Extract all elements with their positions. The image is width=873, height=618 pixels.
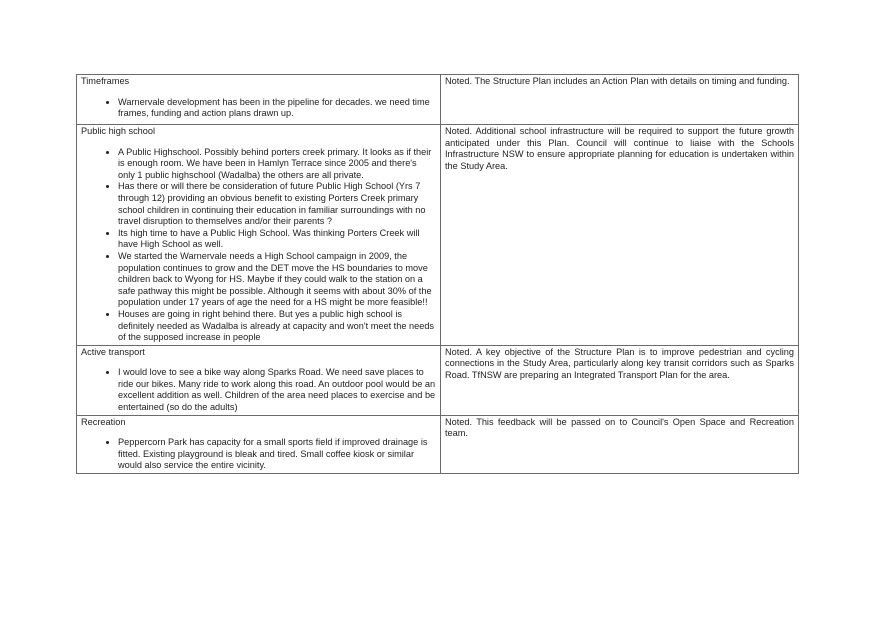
comment-item: Houses are going in right behind there. … <box>118 309 436 344</box>
table-row: Recreation Peppercorn Park has capacity … <box>76 414 799 475</box>
topic-heading: Recreation <box>81 416 126 427</box>
topic-heading: Active transport <box>81 346 145 357</box>
response-cell: Noted. The Structure Plan includes an Ac… <box>440 74 799 125</box>
comment-item: A Public Highschool. Possibly behind por… <box>118 147 436 182</box>
comment-item: We started the Warnervale needs a High S… <box>118 251 436 309</box>
comment-item: Its high time to have a Public High Scho… <box>118 228 436 251</box>
comment-cell: Public high school A Public Highschool. … <box>76 124 441 346</box>
topic-heading: Public high school <box>81 126 156 136</box>
table-row: Active transport I would love to see a b… <box>76 344 799 416</box>
comment-list: Warnervale development has been in the p… <box>81 97 436 120</box>
table-row: Public high school A Public Highschool. … <box>76 124 799 346</box>
response-text: Noted. A key objective of the Structure … <box>445 346 794 380</box>
table-row: Timeframes Warnervale development has be… <box>76 74 799 125</box>
comment-item: Peppercorn Park has capacity for a small… <box>118 437 436 472</box>
response-cell: Noted. This feedback will be passed on t… <box>440 414 799 475</box>
comment-cell: Timeframes Warnervale development has be… <box>76 74 441 125</box>
topic-heading: Timeframes <box>81 76 130 86</box>
comment-list: Peppercorn Park has capacity for a small… <box>81 437 436 472</box>
response-text: Noted. Additional school infrastructure … <box>445 126 794 171</box>
response-text: Noted. The Structure Plan includes an Ac… <box>445 76 790 86</box>
comment-cell: Recreation Peppercorn Park has capacity … <box>76 414 441 475</box>
comment-cell: Active transport I would love to see a b… <box>76 344 441 416</box>
feedback-response-table: Timeframes Warnervale development has be… <box>76 74 799 475</box>
response-cell: Noted. Additional school infrastructure … <box>440 124 799 346</box>
response-text: Noted. This feedback will be passed on t… <box>445 416 794 439</box>
comment-list: A Public Highschool. Possibly behind por… <box>81 147 436 344</box>
response-cell: Noted. A key objective of the Structure … <box>440 344 799 416</box>
comment-item: Warnervale development has been in the p… <box>118 97 436 120</box>
comment-item: I would love to see a bike way along Spa… <box>118 367 436 413</box>
comment-list: I would love to see a bike way along Spa… <box>81 367 436 413</box>
comment-item: Has there or will there be consideration… <box>118 181 436 227</box>
